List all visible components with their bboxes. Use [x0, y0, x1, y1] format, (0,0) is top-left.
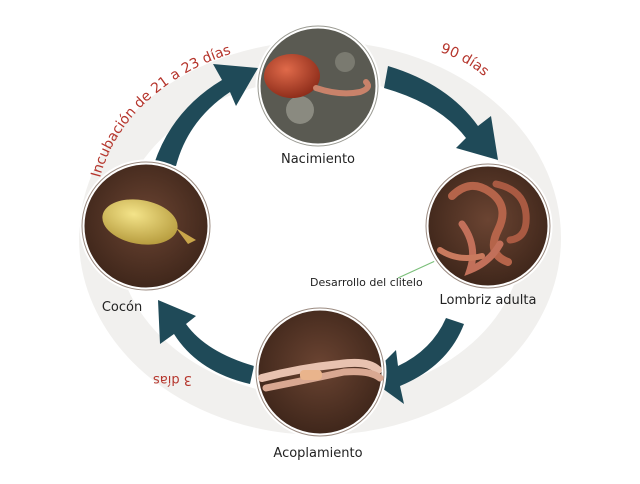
- arrow-cocon: [158, 300, 254, 384]
- stage-image-lombriz-adulta: [423, 161, 553, 291]
- stage-label-nacimiento: Nacimiento: [280, 152, 356, 167]
- stage-image-cocon: [79, 159, 213, 293]
- cycle-arrows: [154, 64, 498, 404]
- arrow-incubacion: [154, 64, 258, 166]
- stage-image-acoplamiento: [253, 305, 387, 439]
- stage-label-lombriz-adulta: Lombriz adulta: [439, 293, 537, 308]
- stage-label-cocon: Cocón: [101, 300, 143, 315]
- duration-acoplamiento: 3 días: [153, 372, 192, 387]
- arrow-acoplamiento: [368, 318, 464, 404]
- annotation-clitelo: Desarrollo del clitelo: [310, 276, 423, 289]
- stage-image-nacimiento: [255, 23, 381, 149]
- stage-label-acoplamiento: Acoplamiento: [273, 446, 363, 461]
- arrow-crecimiento: [384, 66, 498, 160]
